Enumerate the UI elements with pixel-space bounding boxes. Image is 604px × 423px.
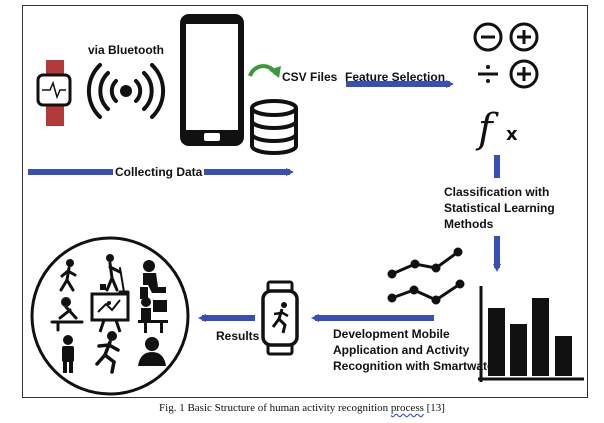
wireless-signal-icon — [86, 63, 166, 119]
collecting-data-label: Collecting Data — [113, 165, 205, 179]
walking-person-icon — [59, 259, 77, 292]
bar-chart-icon — [478, 286, 584, 382]
smartwatch-runner-icon — [261, 280, 299, 356]
development-label: Development Mobile Application and Activ… — [333, 327, 502, 373]
trend-lines-icon — [387, 247, 465, 305]
sitting-person-icon — [140, 260, 166, 299]
svg-text:x: x — [506, 124, 518, 145]
diagram-frame — [22, 5, 588, 398]
math-operators-icon — [473, 22, 539, 89]
classification-label: Classification with Statistical Learning… — [444, 185, 555, 231]
caption-text: Fig. 1 Basic Structure of human activity… — [159, 402, 391, 414]
desk-worker-icon — [138, 297, 168, 333]
person-bust-icon — [138, 337, 166, 366]
smartwatch-icon — [36, 60, 72, 126]
presentation-board-icon — [90, 292, 130, 333]
caption-ref-word: process — [390, 402, 424, 414]
via-bluetooth-label: via Bluetooth — [88, 43, 165, 57]
svg-text:f: f — [475, 106, 499, 152]
cleaning-person-icon — [100, 254, 130, 294]
writing-person-icon — [50, 297, 84, 332]
activities-circle — [30, 236, 190, 396]
function-icon: f x — [475, 106, 518, 152]
database-icon — [250, 99, 298, 155]
results-label: Results — [214, 329, 262, 343]
csv-files-label: CSV Files — [282, 70, 338, 84]
caption-ref: [13] — [423, 402, 445, 414]
figure-caption: Fig. 1 Basic Structure of human activity… — [0, 402, 604, 414]
standing-person-icon — [62, 335, 74, 373]
feature-selection-label: Feature Selection — [345, 70, 446, 84]
phone-icon — [180, 14, 244, 146]
refresh-arrow-icon — [248, 64, 281, 78]
running-person-icon — [95, 331, 120, 374]
